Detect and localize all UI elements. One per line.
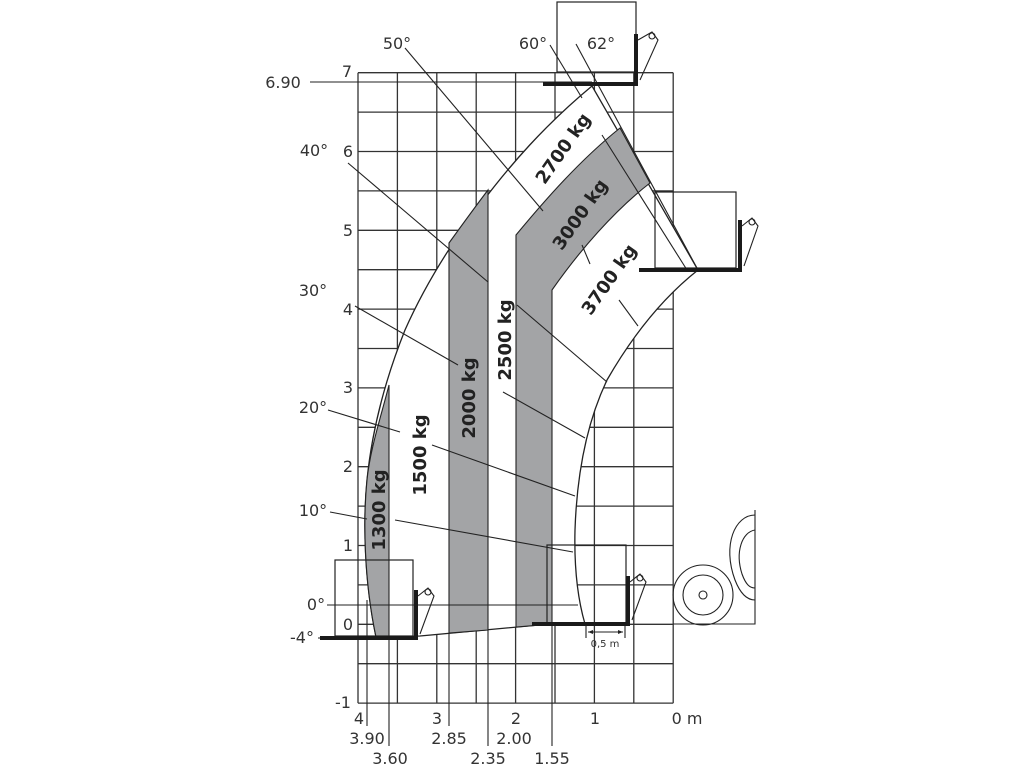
y-tick: -1 [335,693,351,712]
fork-bottom-right [532,544,647,638]
y-tick: 2 [343,457,353,476]
y-tick: 0 [343,615,353,634]
angle-label: 0° [307,595,325,614]
load-label-1300: 1300 kg [369,469,390,550]
x-tick: 3 [432,709,442,728]
angle-label: -4° [290,628,314,647]
reach-mark: 2.00 [496,729,532,748]
reach-mark: 3.60 [372,749,408,768]
y-tick: 6 [343,142,353,161]
fork-dimension-label: 0,5 m [591,639,620,650]
y-tick: 5 [343,221,353,240]
angle-label: 20° [299,398,327,417]
y-axis-labels: 7 6 5 4 3 2 1 0 -1 6.90 [265,62,353,712]
y-tick: 4 [343,300,353,319]
angle-label: 60° [519,34,547,53]
load-label-1500: 1500 kg [410,414,431,495]
reach-mark: 3.90 [349,729,385,748]
reach-mark: 1.55 [534,749,570,768]
x-axis-labels: 4 3 2 1 0 m 3.90 3.60 2.85 2.35 2.00 1.5… [349,709,702,768]
machine-outline [672,510,756,626]
fork-bottom-left [320,559,435,640]
x-tick: 2 [511,709,521,728]
x-tick: 4 [354,709,364,728]
max-height-label: 6.90 [265,73,301,92]
y-tick: 1 [343,536,353,555]
angle-label: 10° [299,501,327,520]
band-1300kg [364,384,390,638]
load-label-2000: 2000 kg [459,357,480,438]
band-2500-3000kg [515,127,651,628]
angle-label: 50° [383,34,411,53]
y-tick: 3 [343,378,353,397]
fork-middle [639,191,759,272]
angle-label: 30° [299,281,327,300]
angle-labels: 50° 60° 62° 40° 30° 20° 10° 0° -4° [290,34,615,647]
fork-top [543,1,659,86]
band-2000kg [448,188,489,634]
load-label-2500: 2500 kg [495,299,516,380]
y-tick: 7 [342,62,352,81]
angle-label: 62° [587,34,615,53]
x-tick: 1 [590,709,600,728]
reach-mark: 2.85 [431,729,467,748]
angle-label: 40° [300,141,328,160]
x-tick: 0 m [672,709,703,728]
reach-mark: 2.35 [470,749,506,768]
gray-bands [364,127,651,638]
